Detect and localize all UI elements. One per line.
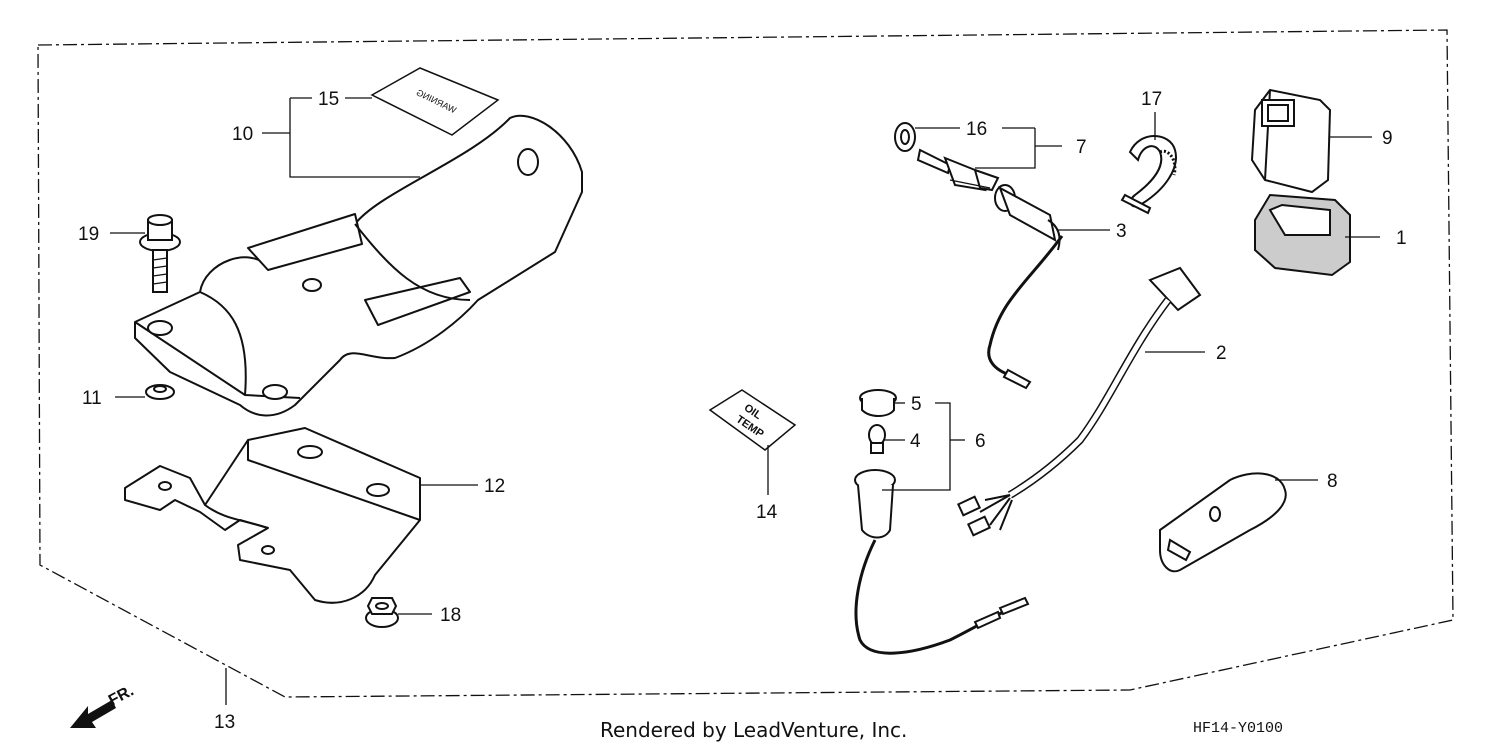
callout-8: 8 [1327,471,1338,492]
indicator-socket [855,470,1028,653]
leader-7 [975,128,1035,168]
callout-12: 12 [484,476,505,497]
callout-2: 2 [1216,343,1227,364]
callout-1: 1 [1396,228,1407,249]
callout-18: 18 [440,605,461,626]
front-arrow: FR. [70,682,137,728]
rubber-holder [1255,195,1350,275]
indicator-cap [860,390,896,416]
oil-temp-label: OIL TEMP [710,390,795,450]
callout-9: 9 [1382,128,1393,149]
control-unit [1252,90,1330,192]
front-arrow-icon [70,700,116,728]
callout-7: 7 [1076,137,1087,158]
hose-clamp [1122,136,1176,213]
leader-10b [290,98,420,177]
washer [146,385,174,399]
callout-13: 13 [214,712,235,733]
callout-16: 16 [966,119,987,140]
callout-11: 11 [82,388,102,409]
callout-10: 10 [232,124,253,145]
callout-19: 19 [78,224,99,245]
diagram-code: HF14-Y0100 [1193,720,1284,737]
callout-5: 5 [911,394,922,415]
main-wire-harness [958,268,1200,535]
lower-bracket [125,428,420,603]
bracket-assembly [135,116,582,416]
callout-6: 6 [975,431,986,452]
leader-lines [110,98,1380,705]
credit-text: Rendered by LeadVenture, Inc. [600,718,908,742]
callout-4: 4 [910,431,921,452]
warning-label: WARNING [372,68,498,135]
kit-boundary [38,30,1453,697]
cable-bracket [1160,473,1286,571]
callout-15: 15 [318,89,339,110]
leader-6 [882,403,950,490]
callout-17: 17 [1141,89,1162,110]
flange-nut [366,598,398,627]
callout-14: 14 [756,502,778,523]
bulb [869,425,885,453]
temperature-sensor [895,123,998,190]
flange-bolt [140,215,180,292]
callout-3: 3 [1116,221,1127,242]
sensor-harness [989,185,1062,388]
